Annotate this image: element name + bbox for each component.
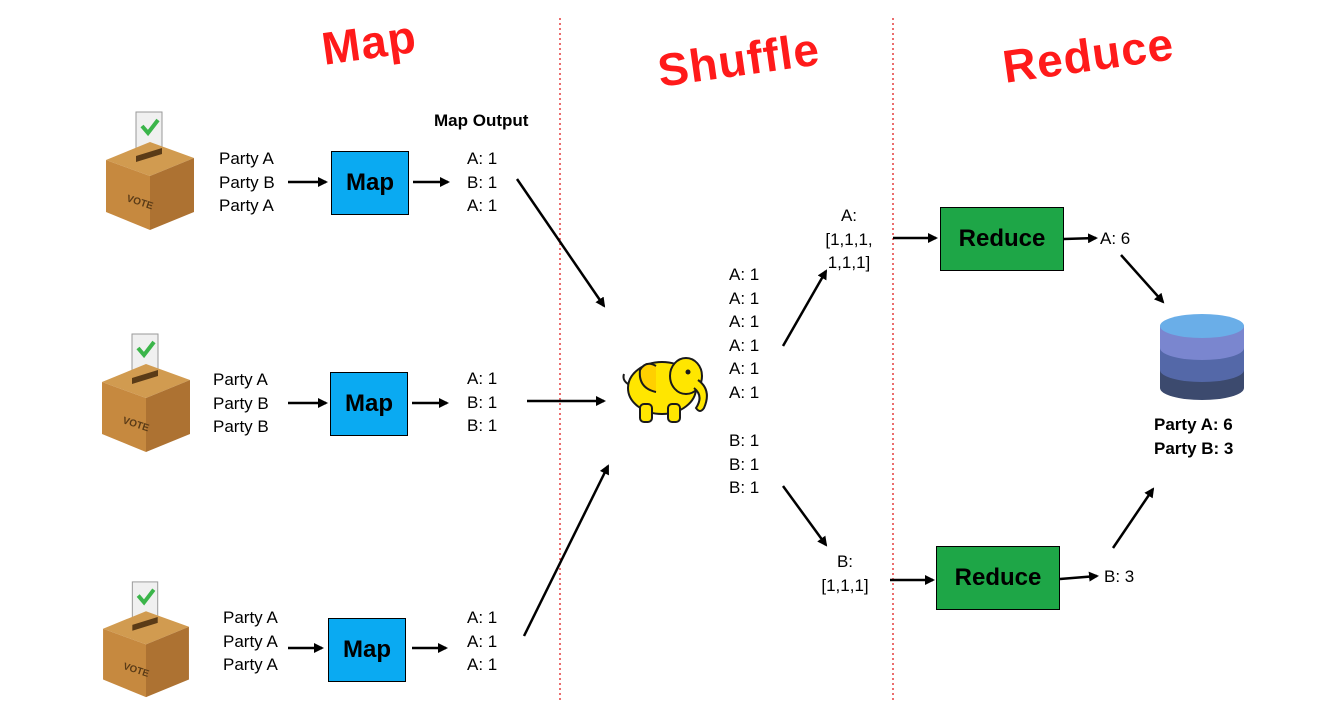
shuffle-item: A: 1 (729, 359, 760, 378)
shuffle-item: A: 1 (729, 382, 760, 402)
map-output-item: B: 1 (467, 416, 498, 435)
shuffle-item: A: 1 (729, 265, 760, 284)
map-box-3: Map (328, 618, 406, 682)
arrow-reduce-a-to-output (1063, 233, 1098, 244)
votes-list-1: Party A Party B Party A (219, 147, 275, 218)
reduce-box-1: Reduce (940, 207, 1064, 271)
arrow-output-to-shuffle-1 (515, 178, 606, 308)
map-output-item: A: 1 (467, 608, 498, 627)
shuffle-item: B: 1 (729, 431, 760, 450)
vote-item: Party B (213, 393, 269, 413)
shuffle-a-list: A: 1 A: 1 A: 1 A: 1 A: 1 A: 1 (729, 263, 759, 404)
vote-item: Party A (223, 655, 278, 674)
map-box-2: Map (330, 372, 408, 436)
vote-item: Party A (213, 370, 268, 389)
arrow-reduce-b-to-output (1059, 571, 1099, 582)
result-line: Party A: 6 (1154, 415, 1233, 434)
map-output-item: B: 1 (467, 392, 498, 412)
shuffle-item: A: 1 (729, 288, 760, 308)
group-key: A: (840, 206, 858, 225)
reduce-box-2: Reduce (936, 546, 1060, 610)
map-output-item: A: 1 (467, 369, 498, 388)
map-output-item: B: 1 (467, 172, 498, 192)
group-values: 1,1,1] (827, 253, 871, 272)
map-output-item: A: 1 (467, 149, 498, 168)
shuffle-item: B: 1 (729, 478, 760, 497)
votes-list-3: Party A Party A Party A (223, 606, 278, 677)
reduce-output-b: B: 3 (1104, 567, 1135, 586)
arrow-shuffle-to-group-b (781, 485, 828, 547)
hadoop-elephant-icon (622, 357, 708, 423)
arrow-output-b-to-database (1111, 487, 1155, 549)
arrow-output-a-to-database (1120, 254, 1165, 304)
shuffle-item: B: 1 (729, 454, 760, 474)
vote-item: Party B (219, 172, 275, 192)
map-output-list-3: A: 1 A: 1 A: 1 (467, 606, 497, 677)
vote-item: Party A (223, 608, 278, 627)
group-key: B: (836, 552, 854, 571)
map-output-list-1: A: 1 B: 1 A: 1 (467, 147, 497, 218)
final-result: Party A: 6 Party B: 3 (1154, 413, 1233, 460)
reduce-output-a: A: 6 (1100, 229, 1131, 248)
group-values: [1,1,1, (825, 229, 873, 249)
map-output-title: Map Output (434, 111, 529, 130)
group-a: A: [1,1,1, 1,1,1] (804, 204, 894, 275)
database-icon (1160, 314, 1244, 400)
map-output-item: A: 1 (467, 196, 498, 215)
vote-item: Party A (219, 149, 274, 168)
vote-item: Party A (223, 631, 278, 651)
result-line: Party B: 3 (1154, 438, 1234, 458)
arrow-output-to-shuffle-3 (522, 464, 610, 637)
group-b: B: [1,1,1] (800, 550, 890, 597)
map-output-item: A: 1 (467, 631, 498, 651)
shuffle-item: A: 1 (729, 335, 760, 355)
ballot-box-icon: VOTE (103, 581, 189, 698)
map-box-1: Map (331, 151, 409, 215)
map-output-item: A: 1 (467, 655, 498, 674)
shuffle-item: A: 1 (729, 312, 760, 331)
vote-item: Party B (213, 417, 269, 436)
ballot-box-icon: VOTE (102, 333, 190, 452)
arrow-shuffle-to-group-a (781, 269, 828, 347)
group-values: [1,1,1] (821, 575, 869, 595)
vote-item: Party A (219, 196, 274, 215)
votes-list-2: Party A Party B Party B (213, 368, 269, 439)
shuffle-b-list: B: 1 B: 1 B: 1 (729, 429, 759, 500)
map-output-list-2: A: 1 B: 1 B: 1 (467, 367, 497, 438)
ballot-box-icon: VOTE (106, 111, 194, 230)
